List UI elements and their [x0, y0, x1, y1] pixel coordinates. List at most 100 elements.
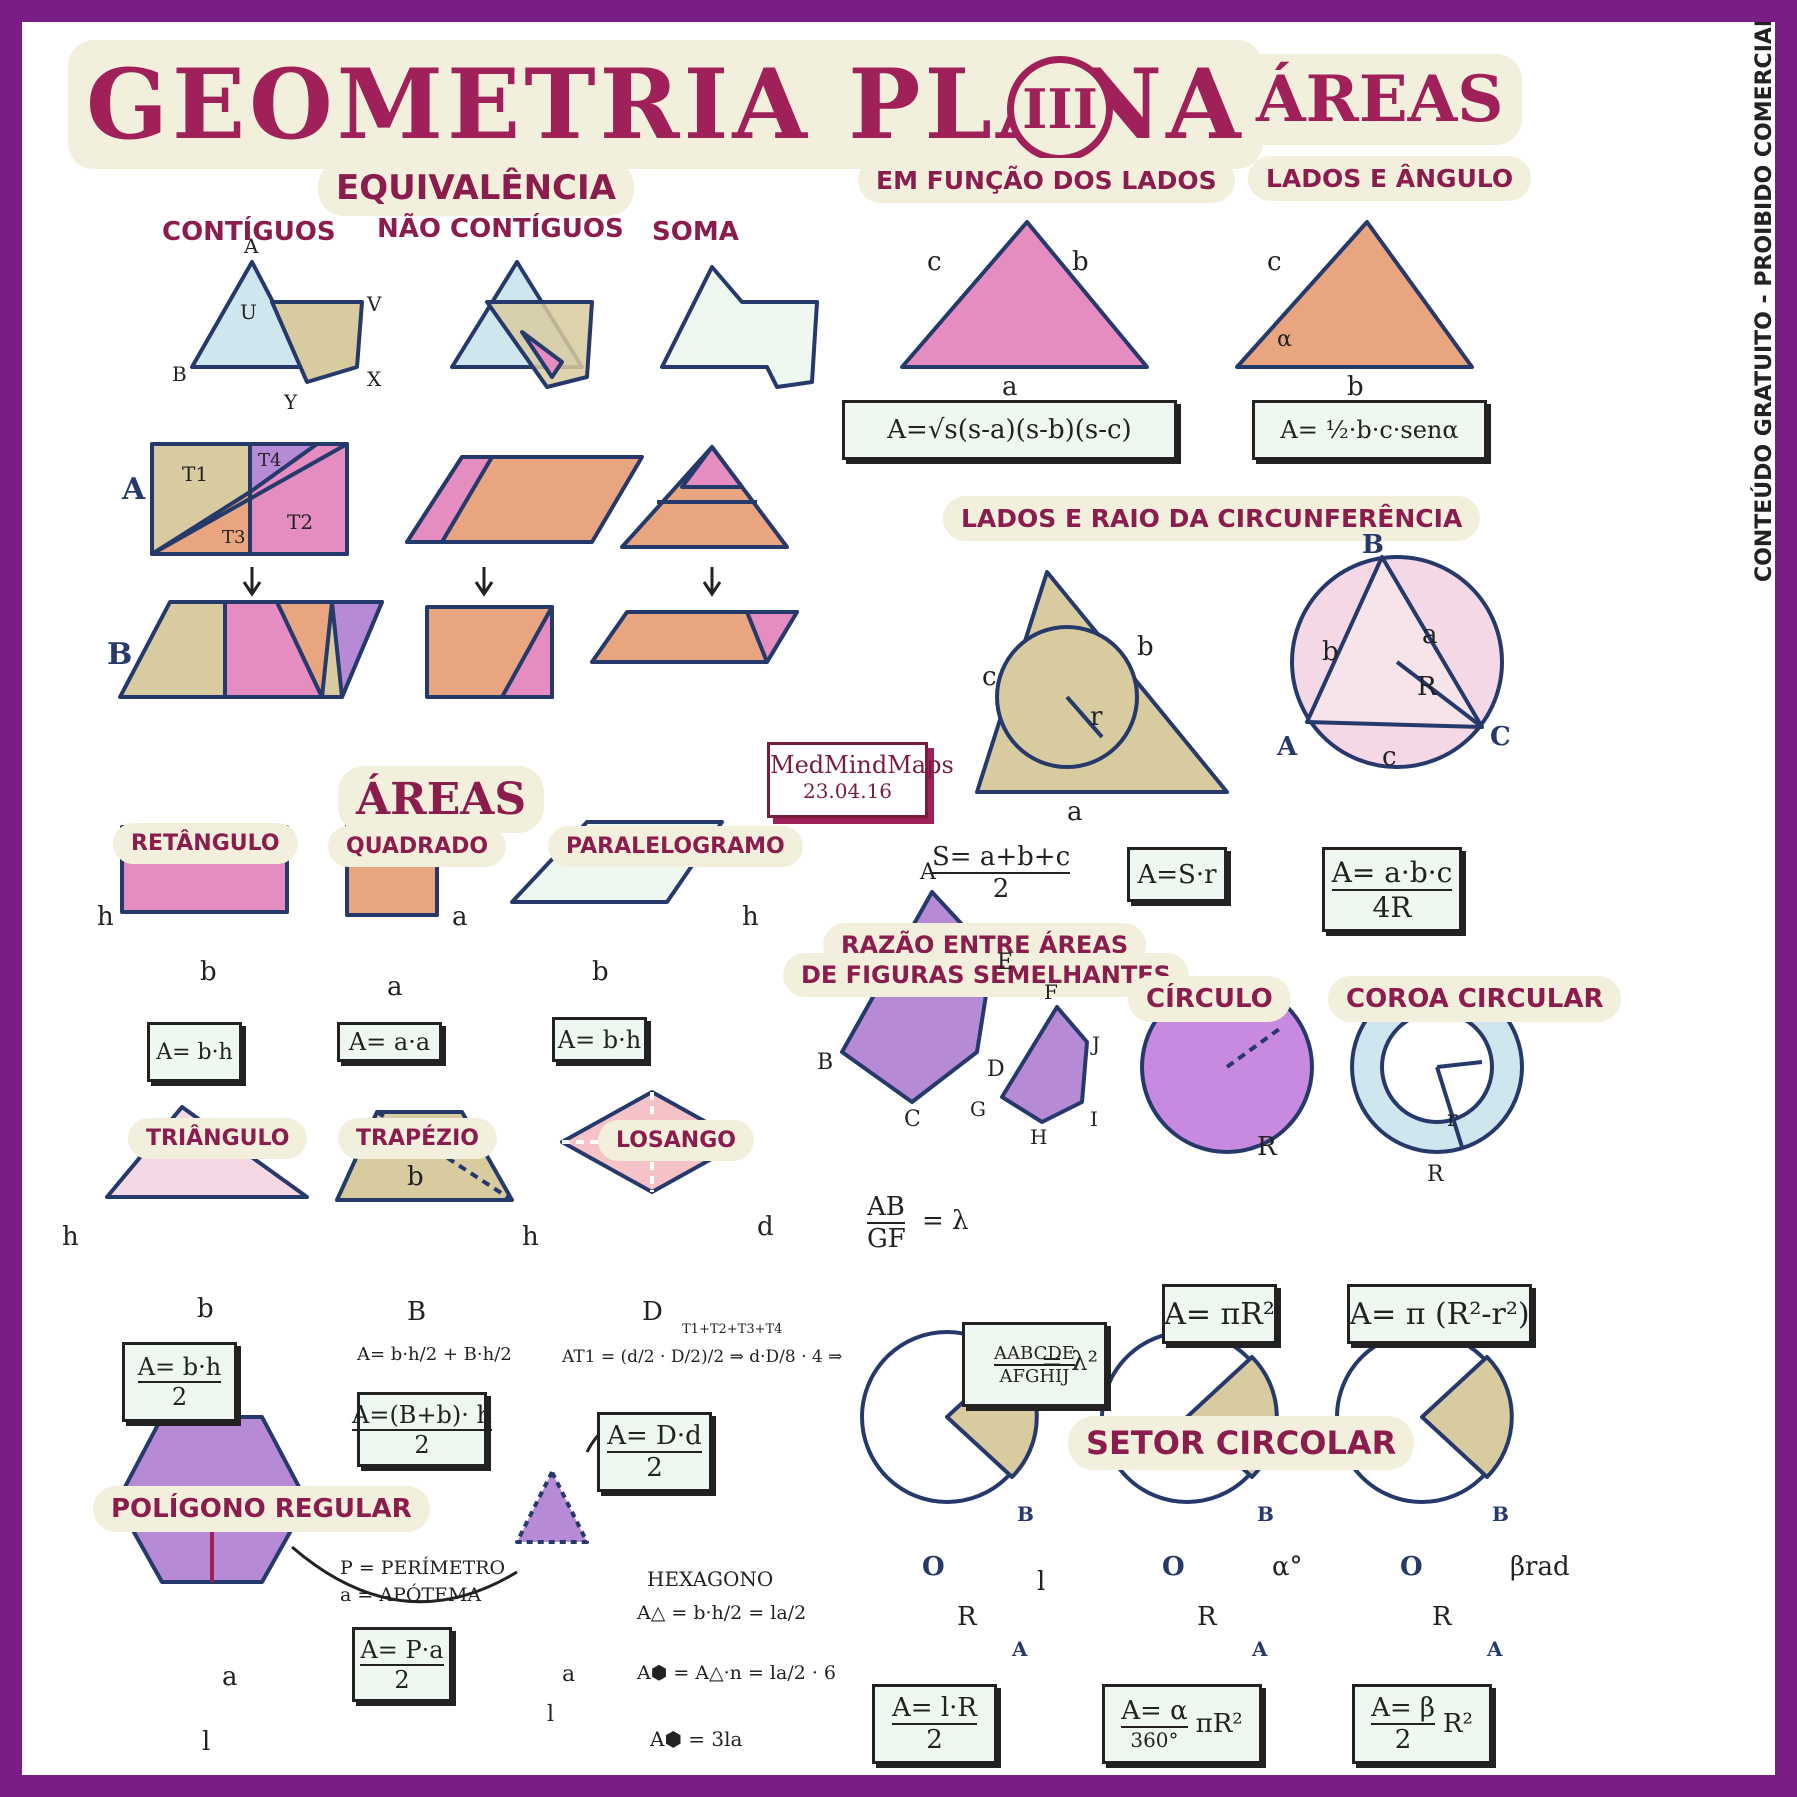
trapezio-b: b — [407, 1162, 424, 1192]
heron-formula: A=√s(s-a)(s-b)(s-c) — [842, 400, 1177, 460]
area-ratio-eq: = λ² — [1041, 1347, 1098, 1377]
razao-title-2: DE FIGURAS SEMELHANTES — [787, 957, 1185, 993]
contiguos-quadrilateral — [270, 300, 364, 384]
brand-name: MedMindMaps — [770, 751, 954, 779]
big-poly-D: D — [987, 1057, 1005, 1082]
circum-R: R — [1417, 672, 1437, 702]
equiv-parallelogram-cut — [405, 455, 494, 544]
setor-title: SETOR CIRCOLAR — [1072, 1420, 1411, 1466]
paralelogramo-title: PARALELOGRAMO — [552, 830, 799, 863]
linear-ratio: AB = λ GF — [867, 1192, 969, 1254]
contiguos-vertex-b: B — [172, 362, 187, 386]
sector-1-A: A — [1012, 1637, 1028, 1661]
big-poly-A: A — [920, 860, 936, 885]
coroa-title: COROA CIRCULAR — [1332, 980, 1618, 1018]
sector-3-R: R — [1432, 1602, 1452, 1632]
big-polygon — [840, 890, 994, 1104]
paralelogramo-b: b — [592, 957, 609, 987]
circle-R: R — [1257, 1132, 1277, 1162]
angle-alpha: α — [1277, 327, 1292, 352]
circum-B: B — [1362, 530, 1384, 560]
hexagon-side: l — [202, 1727, 211, 1757]
losango-formula-den: 2 — [646, 1453, 663, 1483]
row-a-t1-label: T1 — [182, 462, 209, 486]
sector-3-formula-tail: R² — [1442, 1709, 1473, 1739]
triangulo-h: h — [62, 1222, 79, 1252]
angle-c: c — [1267, 247, 1282, 277]
row-a-t3-label: T3 — [222, 527, 246, 548]
big-poly-B: B — [817, 1050, 834, 1075]
trapezio-derivation: A= b·h/2 + B·h/2 — [357, 1344, 512, 1365]
trapezio-formula-box: A=(B+b)· h 2 — [352, 1392, 492, 1467]
linear-ratio-num: AB — [867, 1192, 905, 1224]
hex-eq-2: A⬢ = A△·n = la/2 · 6 — [637, 1662, 837, 1684]
hex-eq-1: A△ = b·h/2 = la/2 — [637, 1602, 807, 1624]
hex-eq-3: A⬢ = 3la — [650, 1727, 743, 1751]
sector-3-fraction: A= β 2 — [1371, 1693, 1435, 1755]
sector-3-formula-den: 2 — [1394, 1725, 1412, 1755]
sector-1-formula-den: 2 — [926, 1725, 943, 1755]
soma-polygon — [660, 265, 819, 389]
equivalencia-title: EQUIVALÊNCIA — [322, 164, 630, 212]
triangulo-formula-box: A= b·h 2 — [122, 1342, 237, 1422]
losango-formula-num: A= D·d — [607, 1421, 702, 1453]
losango-derivation: AT1 = (d/2 · D/2)/2 ⇒ d·D/8 · 4 ⇒ — [562, 1347, 843, 1367]
heron-c: c — [927, 247, 942, 277]
linear-ratio-eq: = λ — [922, 1206, 969, 1236]
angle-title: LADOS E ÂNGULO — [1252, 160, 1528, 197]
row-a-t4-label: T4 — [258, 450, 282, 471]
sector-3-arc: βrad — [1510, 1552, 1570, 1582]
small-poly-H: H — [1030, 1125, 1048, 1149]
circum-A: A — [1277, 732, 1298, 762]
circum-C: C — [1490, 722, 1511, 752]
row-a-label: A — [122, 472, 146, 507]
losango-derivation-top: T1+T2+T3+T4 — [682, 1322, 783, 1337]
heron-a: a — [1002, 372, 1018, 402]
nao-contiguos-label: NÃO CONTÍGUOS — [377, 214, 624, 244]
equiv-parallelogram-piece — [745, 610, 799, 664]
sector-2-A: A — [1252, 1637, 1268, 1661]
nao-contiguos-overlap — [520, 330, 564, 379]
sector-2-O: O — [1162, 1552, 1185, 1582]
linear-ratio-den: GF — [867, 1224, 906, 1254]
small-poly-G: G — [970, 1097, 986, 1121]
incircle-r: r — [1090, 702, 1103, 732]
losango-D: D — [642, 1297, 663, 1327]
quadrado-title: QUADRADO — [332, 830, 503, 863]
sector-2-formula-tail: πR² — [1195, 1709, 1243, 1739]
circum-c: c — [1382, 742, 1397, 772]
circle-formula: A= πR² — [1162, 1284, 1277, 1344]
losango-formula-box: A= D·d 2 — [597, 1412, 712, 1492]
page-subtitle: ÁREAS — [1242, 58, 1518, 141]
heron-b: b — [1072, 247, 1089, 277]
row-b-t3 — [275, 600, 334, 699]
triangulo-title: TRIÂNGULO — [132, 1122, 304, 1155]
circum-formula-num: A= a·b·c — [1331, 855, 1453, 891]
poligono-formula-den: 2 — [394, 1665, 410, 1694]
row-a-t2-label: T2 — [287, 510, 314, 534]
trapezio-formula-den: 2 — [414, 1430, 430, 1459]
sector-1-formula-box: A= l·R 2 — [872, 1684, 997, 1764]
sector-2-formula-den: 360° — [1130, 1728, 1179, 1752]
retangulo-h: h — [97, 902, 114, 932]
equiv-triangle-top — [680, 445, 744, 489]
paralelogramo-h: h — [742, 902, 759, 932]
hex-triangle-side: l — [547, 1702, 555, 1727]
angle-formula: A= ½·b·c·senα — [1252, 400, 1487, 460]
brand-date: 23.04.16 — [802, 779, 893, 803]
sector-2-fraction: A= α 360° — [1121, 1696, 1188, 1752]
hexagono-label: HEXAGONO — [647, 1567, 774, 1591]
small-poly-I: I — [1090, 1107, 1098, 1131]
retangulo-title: RETÂNGULO — [117, 827, 294, 860]
incircle-b: b — [1137, 632, 1154, 662]
equiv-rectangle-piece — [500, 605, 554, 699]
incircle-a: a — [1067, 797, 1083, 827]
sector-2-formula-box: A= α 360° πR² — [1102, 1684, 1262, 1764]
quadrado-a-side: a — [452, 902, 468, 932]
sector-2-B: B — [1257, 1502, 1274, 1526]
angle-b: b — [1347, 372, 1364, 402]
sector-3-slice — [1420, 1355, 1514, 1479]
losango-d: d — [757, 1212, 774, 1242]
sector-1-O: O — [922, 1552, 945, 1582]
triangulo-formula-den: 2 — [171, 1383, 188, 1411]
